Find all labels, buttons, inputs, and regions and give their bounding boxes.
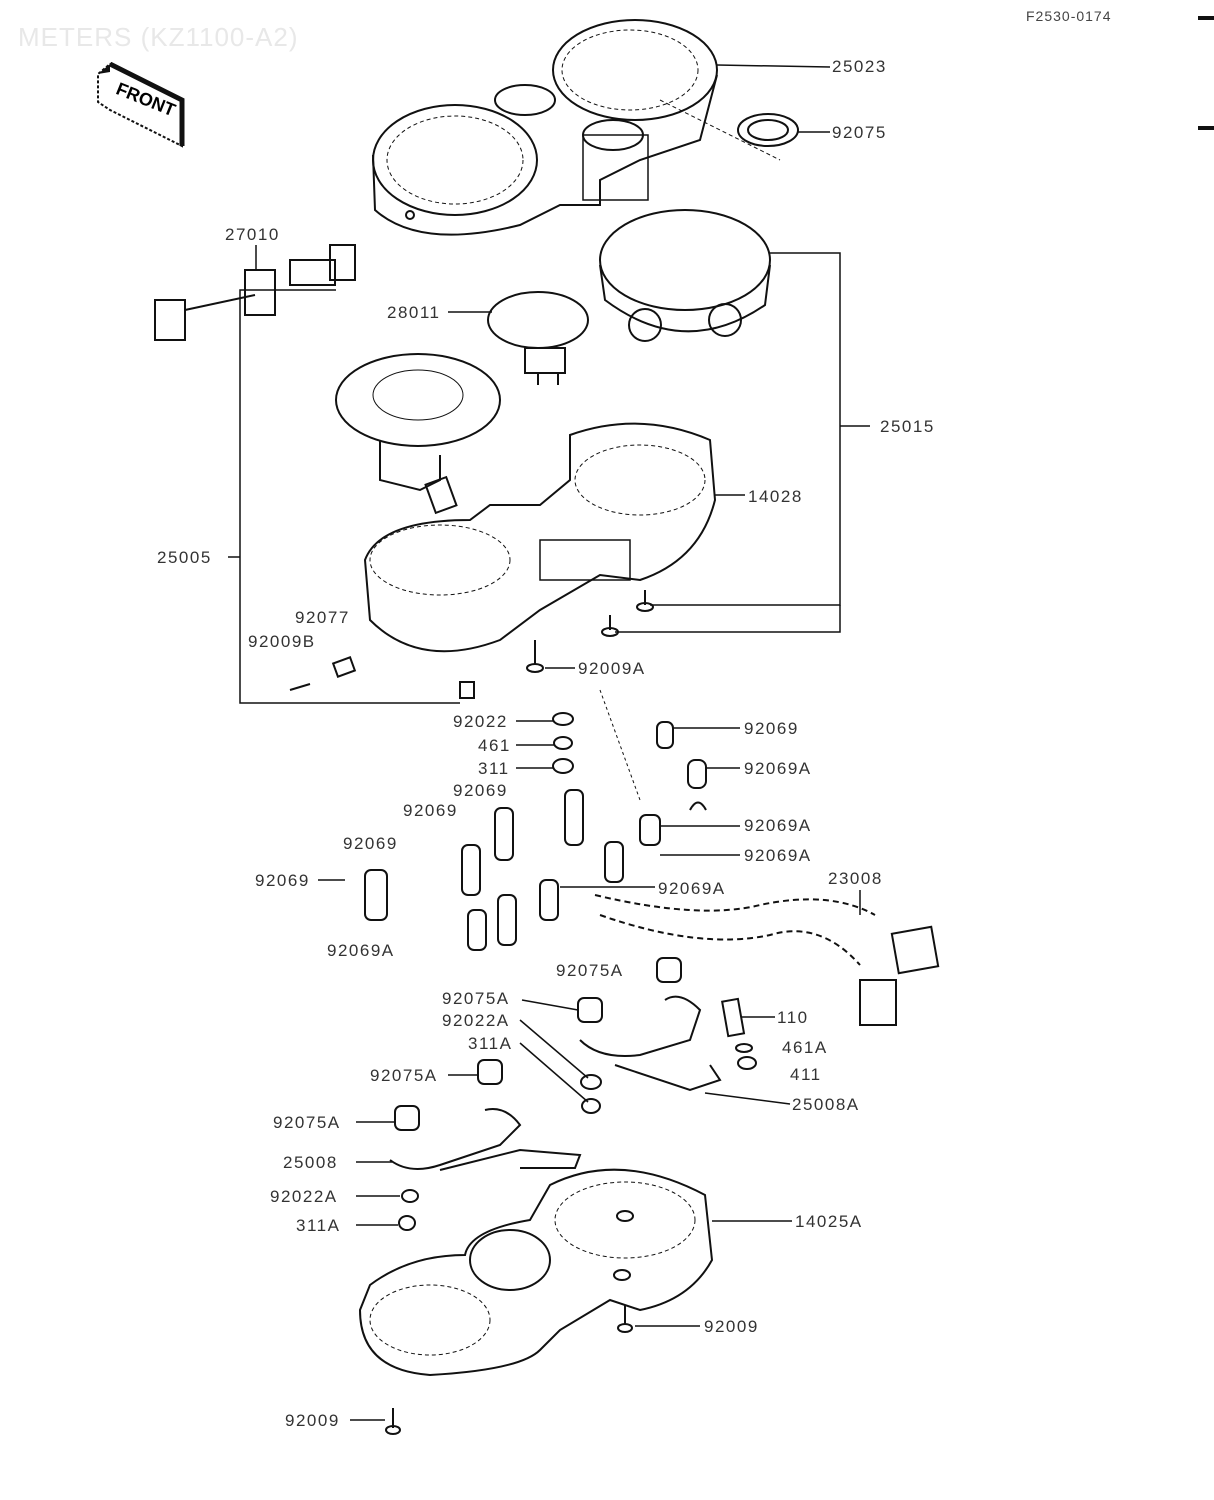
part-label-92069A: 92069A [658,879,726,898]
part-label-92069A: 92069A [744,759,812,778]
diagram-title: METERS (KZ1100-A2) [18,22,299,52]
part-label-311A: 311A [296,1216,341,1235]
part-label-92075A: 92075A [273,1113,341,1132]
meter-housing [363,422,717,653]
part-label-461: 461 [478,736,511,755]
speedometer [335,353,501,515]
edge-mark-bottom [1198,126,1214,130]
leader-lines [228,64,870,1421]
part-label-92077: 92077 [295,608,350,627]
indicator-panel [487,291,589,385]
part-label-14028: 14028 [748,487,803,506]
drawing-code: F2530-0174 [1026,8,1112,24]
part-label-92075A: 92075A [442,989,510,1008]
part-label-92009: 92009 [704,1317,759,1336]
sensor-27010 [154,244,356,341]
part-label-311A: 311A [468,1034,513,1053]
wiring-harness [594,689,940,1026]
part-label-92069: 92069 [744,719,799,738]
part-label-25008: 25008 [283,1153,338,1172]
part-label-92009B: 92009B [248,632,316,651]
part-label-27010: 27010 [225,225,280,244]
part-label-92009A: 92009A [578,659,646,678]
part-label-14025A: 14025A [795,1212,863,1231]
part-label-92069: 92069 [403,801,458,820]
tachometer [599,209,771,342]
part-label-28011: 28011 [387,303,441,322]
edge-mark-top [1198,16,1214,20]
part-label-92069A: 92069A [744,816,812,835]
part-label-23008: 23008 [828,869,883,888]
part-label-92075: 92075 [832,123,887,142]
part-label-92069: 92069 [453,781,508,800]
ring-92075 [659,99,799,161]
part-label-92009: 92009 [285,1411,340,1430]
part-label-92069A: 92069A [744,846,812,865]
part-label-92075A: 92075A [370,1066,438,1085]
grommets [394,957,682,1131]
bracket-25008A [579,995,757,1092]
part-label-92022: 92022 [453,712,508,731]
part-label-92069A: 92069A [327,941,395,960]
bracket-25008 [389,1108,582,1171]
part-label-110: 110 [777,1008,809,1027]
front-indicator: FRONT [97,62,185,148]
part-label-25015: 25015 [880,417,935,436]
part-label-461A: 461A [782,1038,828,1057]
lower-cover [358,1168,714,1435]
meter-case-top [372,19,718,236]
arrow-left-icon [97,62,185,148]
part-label-92075A: 92075A [556,961,624,980]
nuts-washers [398,1074,602,1231]
part-label-411: 411 [790,1065,822,1084]
bulb-sockets [364,721,707,951]
part-label-92022A: 92022A [270,1187,338,1206]
part-label-92069: 92069 [343,834,398,853]
part-label-25005: 25005 [157,548,212,567]
screws [289,590,654,699]
part-label-92022A: 92022A [442,1011,510,1030]
part-label-25008A: 25008A [792,1095,860,1114]
part-label-311: 311 [478,759,510,778]
part-label-92069: 92069 [255,871,310,890]
part-label-25023: 25023 [832,57,887,76]
washer-stack [552,712,574,774]
